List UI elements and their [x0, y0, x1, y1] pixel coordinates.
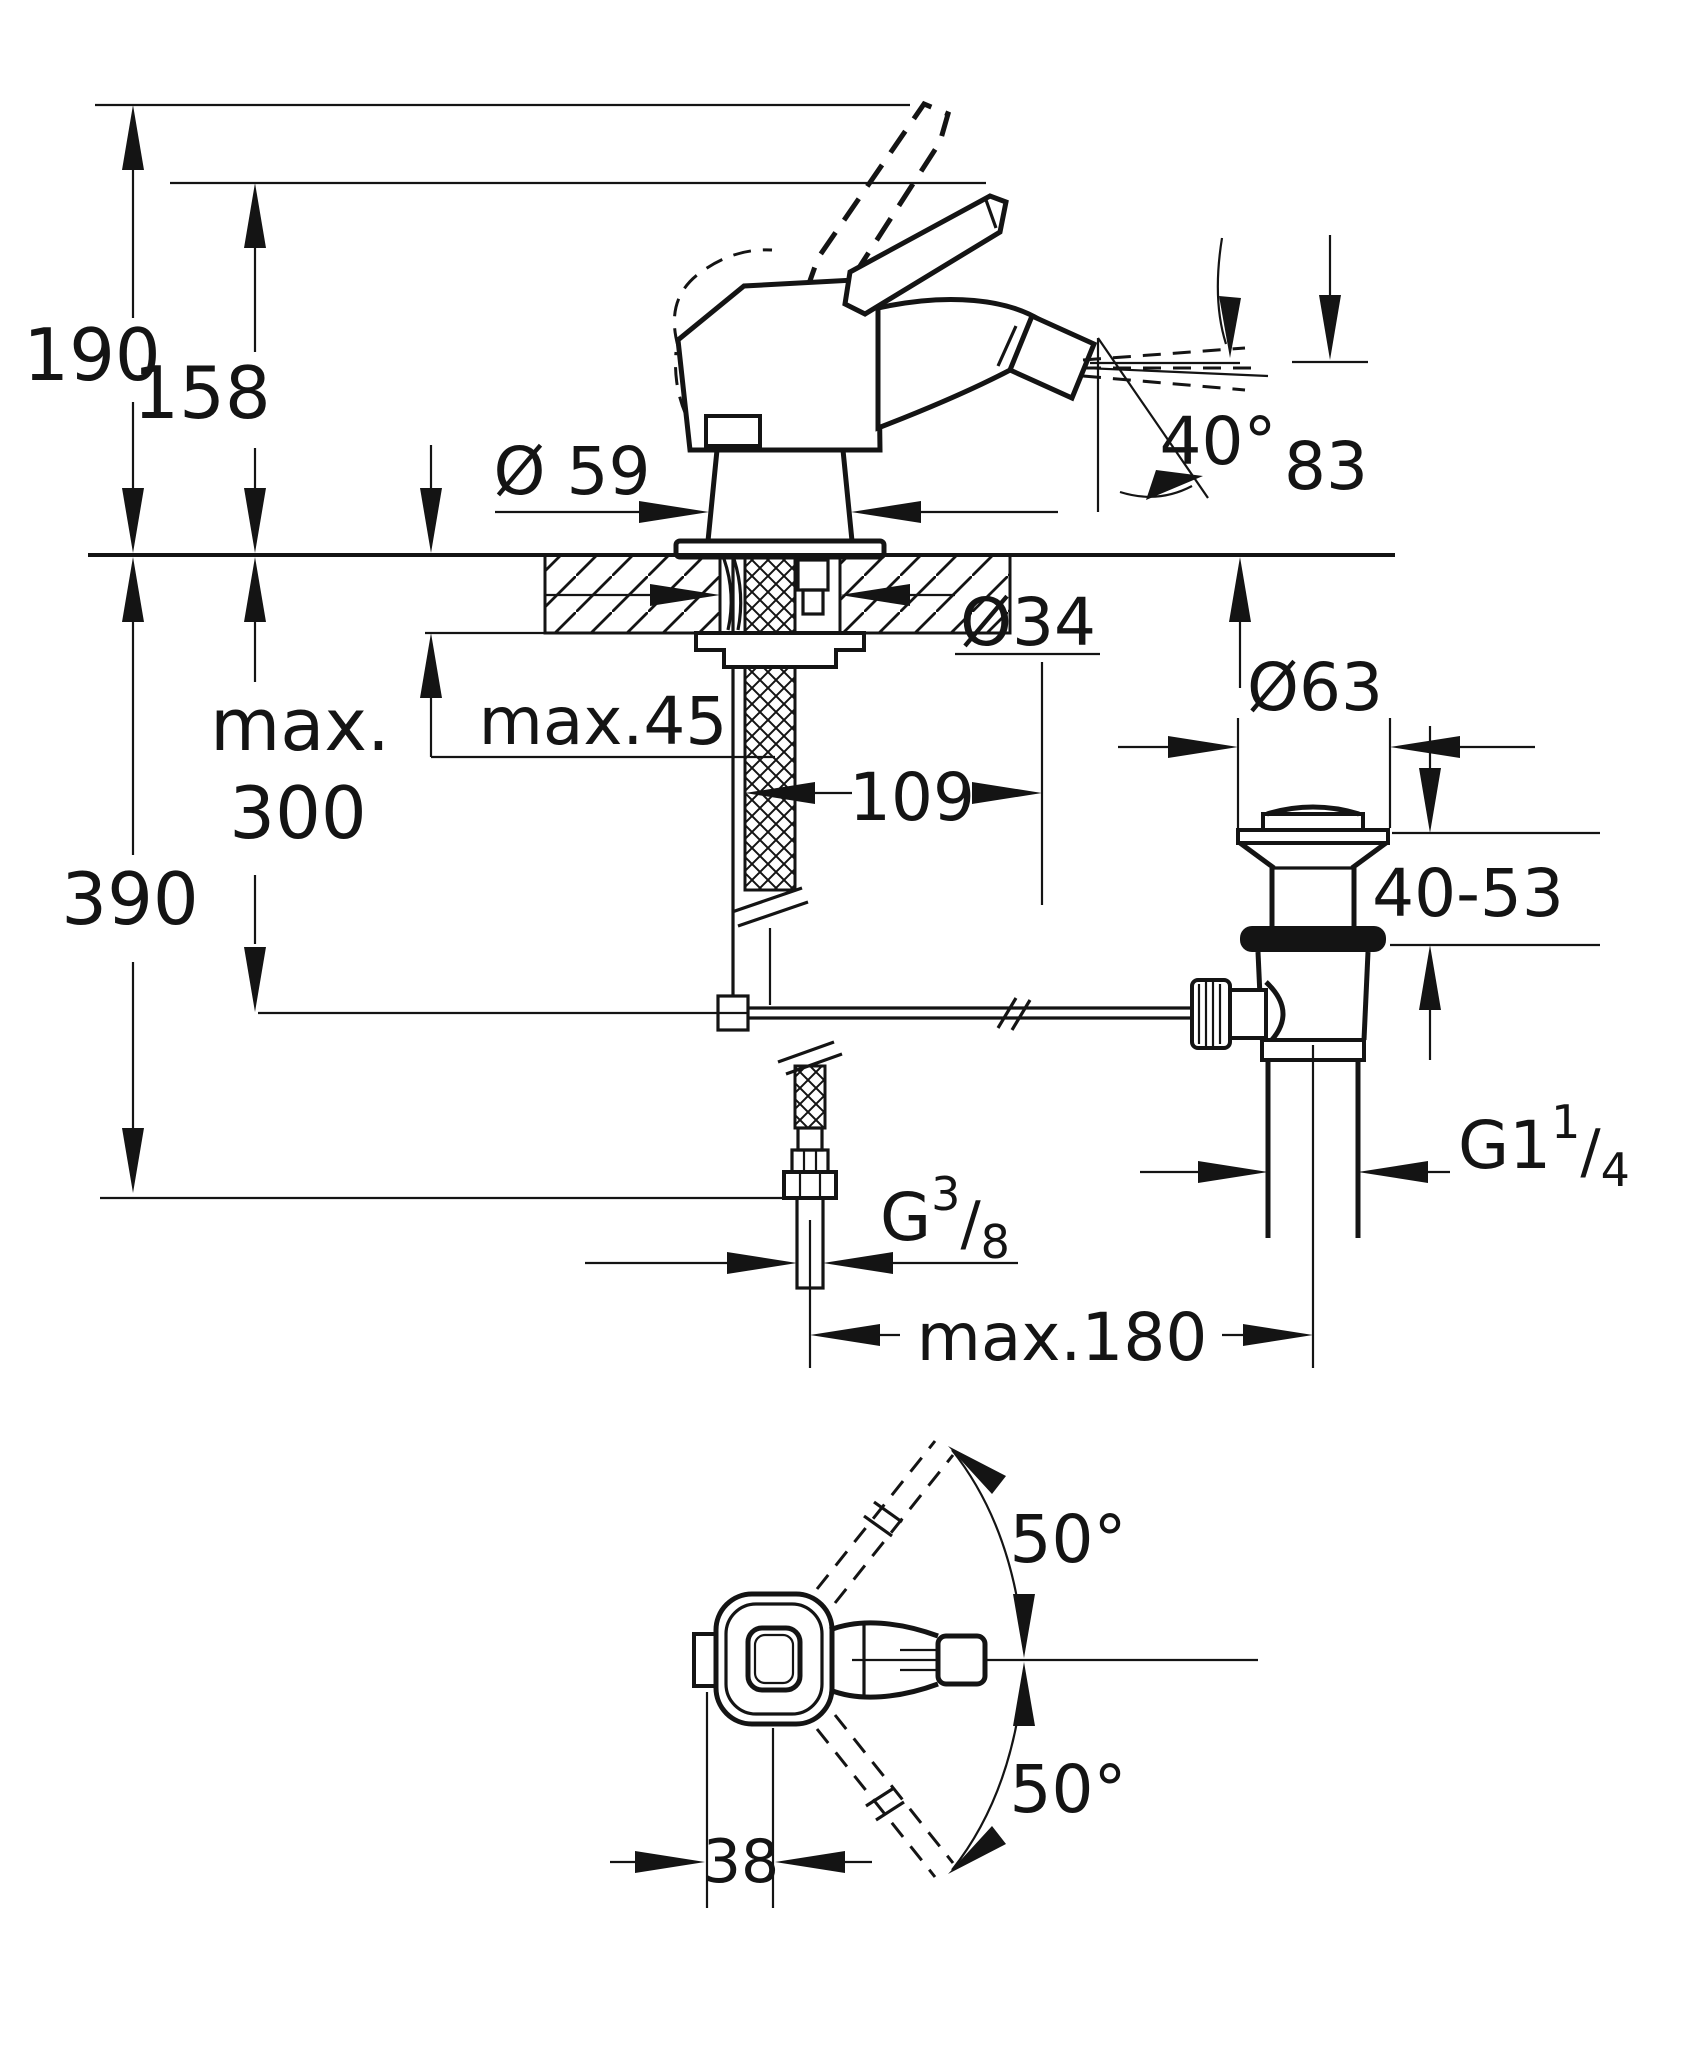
- dim-base-diameter-59: Ø 59: [494, 433, 1058, 523]
- dim-spout-height-83: 83: [1229, 235, 1368, 688]
- dim-label-40-53: 40-53: [1372, 855, 1564, 932]
- dim-body-width-38: 38: [610, 1692, 872, 1908]
- dim-label-50-upper: 50°: [1010, 1501, 1127, 1578]
- dim-deck-hole-34: Ø34: [545, 584, 1100, 661]
- dim-drain-thread-g114: G11/4: [1140, 1095, 1630, 1197]
- dim-label-190: 190: [23, 313, 160, 397]
- dim-label-g114: G11/4: [1458, 1095, 1630, 1197]
- dim-label-38: 38: [703, 1827, 779, 1897]
- popup-waste-assembly: [1190, 804, 1390, 1310]
- dim-hose-depth-max300: max. 300: [210, 557, 390, 1012]
- dim-waste-flange-63: Ø63: [1118, 649, 1535, 828]
- dim-waste-offset-109: 109: [745, 662, 1044, 1005]
- supply-hose-upper: [722, 555, 830, 928]
- faucet-body: [673, 193, 1044, 560]
- dim-label-max: max.: [210, 683, 390, 767]
- dim-supply-thread-g38: G3/8: [585, 1167, 1018, 1274]
- dim-label-158: 158: [133, 351, 270, 435]
- dim-swivel-upper-50: 50°: [948, 1446, 1126, 1658]
- dim-swivel-lower-50: 50°: [948, 1662, 1126, 1874]
- dim-lever-height-158: 158: [133, 181, 986, 553]
- mounting-nut: [694, 631, 866, 669]
- dim-label-d59: Ø 59: [494, 433, 651, 510]
- plan-body: [713, 1591, 835, 1727]
- handle-swivel-dashed: [815, 1440, 955, 1878]
- dim-label-40deg: 40°: [1160, 403, 1277, 480]
- dim-label-300: 300: [229, 771, 366, 855]
- plan-handle: [829, 1620, 988, 1700]
- dim-spray-angle-40: 40°: [1096, 237, 1277, 512]
- aerator-spray: [1006, 312, 1269, 402]
- dim-label-390: 390: [61, 857, 198, 941]
- dim-label-109: 109: [849, 759, 975, 836]
- dim-label-83: 83: [1284, 428, 1368, 505]
- dim-waste-clamp-40-53: 40-53: [1372, 726, 1600, 1060]
- dim-overall-height-190: 190: [23, 103, 910, 553]
- supply-hose-lower: [777, 1040, 843, 1290]
- faucet-plan-view: 50° 50° 38: [610, 1440, 1258, 1908]
- dim-overall-depth-390: 390: [61, 557, 199, 1193]
- dim-label-d34: Ø34: [960, 584, 1096, 661]
- dim-deck-thickness-max45: max.45: [420, 445, 775, 760]
- dim-label-max45: max.45: [479, 683, 728, 760]
- dim-label-g38: G3/8: [880, 1167, 1010, 1269]
- dim-label-max180: max.180: [917, 1299, 1208, 1376]
- dim-label-50-lower: 50°: [1010, 1751, 1127, 1828]
- dim-label-d63: Ø63: [1247, 649, 1383, 726]
- dim-rod-reach-max180: max.180: [808, 1220, 1315, 1376]
